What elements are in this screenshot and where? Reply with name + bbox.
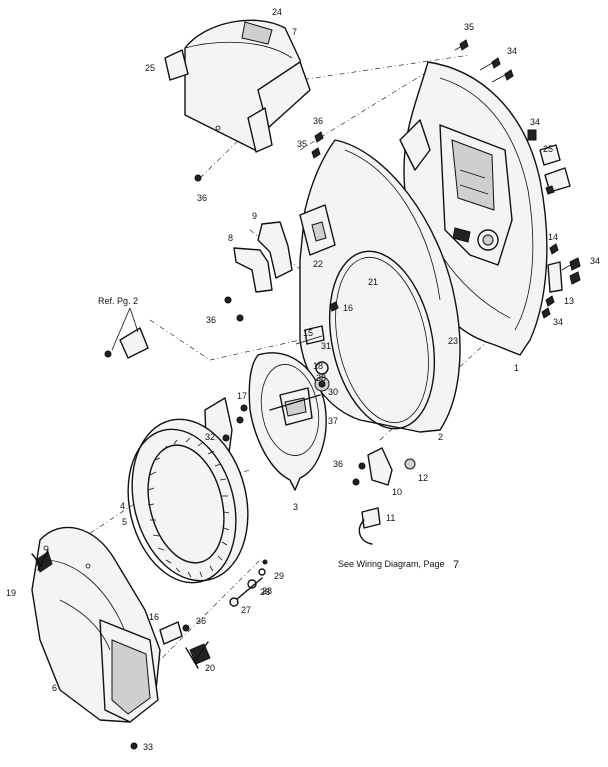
callout-23: 23 [448,336,458,346]
callout-27: 27 [241,605,251,615]
callout-33: 33 [143,742,153,752]
callout-36-bracket: 36 [206,315,216,325]
callout-18: 18 [313,361,323,371]
motor-mount-assembly [248,301,339,491]
scroll-housing [299,139,461,433]
callout-10: 10 [392,487,402,497]
diagram-notes: Ref. Pg. 2 See Wiring Diagram, Page 7 [98,296,459,571]
callout-34-low: 34 [553,317,563,327]
callout-4: 4 [120,501,125,511]
switch-assembly [352,447,416,545]
callout-1: 1 [514,363,519,373]
callout-19: 19 [6,588,16,598]
callout-35-mid: 35 [297,139,307,149]
top-cover-assembly [164,19,311,182]
wiring-diagram-note: See Wiring Diagram, Page [338,559,445,569]
callout-9: 9 [252,211,257,221]
callout-29: 29 [274,571,284,581]
wheel-blades [147,437,230,578]
callout-31: 31 [321,341,331,351]
callout-14: 14 [548,232,558,242]
callout-38: 38 [316,373,326,383]
screws-top-right [311,39,514,159]
callout-25-right: 25 [543,144,553,154]
callout-21: 21 [368,277,378,287]
callout-26: 26 [260,587,270,597]
callout-7: 7 [292,27,297,37]
callout-32: 32 [205,432,215,442]
callout-24: 24 [272,7,282,17]
callout-36-duct: 36 [196,616,206,626]
wiring-diagram-page: 7 [453,559,459,571]
blower-housing-main [399,61,548,356]
ref-page-note: Ref. Pg. 2 [98,296,138,306]
ref-page-2-clip [104,307,149,359]
callout-11: 11 [386,513,395,523]
callout-16-lower: 16 [149,612,159,622]
callout-34-right: 34 [590,256,600,266]
callout-3: 3 [293,502,298,512]
callout-28: 28 [262,586,272,596]
lower-screws [229,559,268,607]
callout-22: 22 [313,259,323,269]
callout-16-upper: 16 [343,303,353,313]
right-side-hardware [527,129,581,319]
callout-36-left: 36 [197,193,207,203]
callout-6: 6 [52,683,57,693]
callout-36-switch: 36 [333,459,343,469]
callout-35-top: 35 [464,22,474,32]
callout-8: 8 [228,233,233,243]
callout-13: 13 [564,296,574,306]
callout-labels: 1 2 3 4 5 6 7 8 9 10 11 12 13 14 15 16 1… [6,7,600,752]
lower-duct-assembly [31,526,211,750]
callout-12: 12 [418,473,428,483]
callout-30: 30 [328,387,338,397]
callout-15: 15 [303,328,313,338]
callout-37: 37 [328,416,338,426]
callout-34-top: 34 [507,46,517,56]
callout-34-mid: 34 [530,117,540,127]
mounting-brackets [224,221,293,322]
callout-25-left: 25 [145,63,155,73]
blower-wheel [127,418,249,584]
callout-2: 2 [438,432,443,442]
callout-20: 20 [205,663,215,673]
callout-5: 5 [122,517,127,527]
callout-17: 17 [237,391,247,401]
callout-36-upper: 36 [313,116,323,126]
